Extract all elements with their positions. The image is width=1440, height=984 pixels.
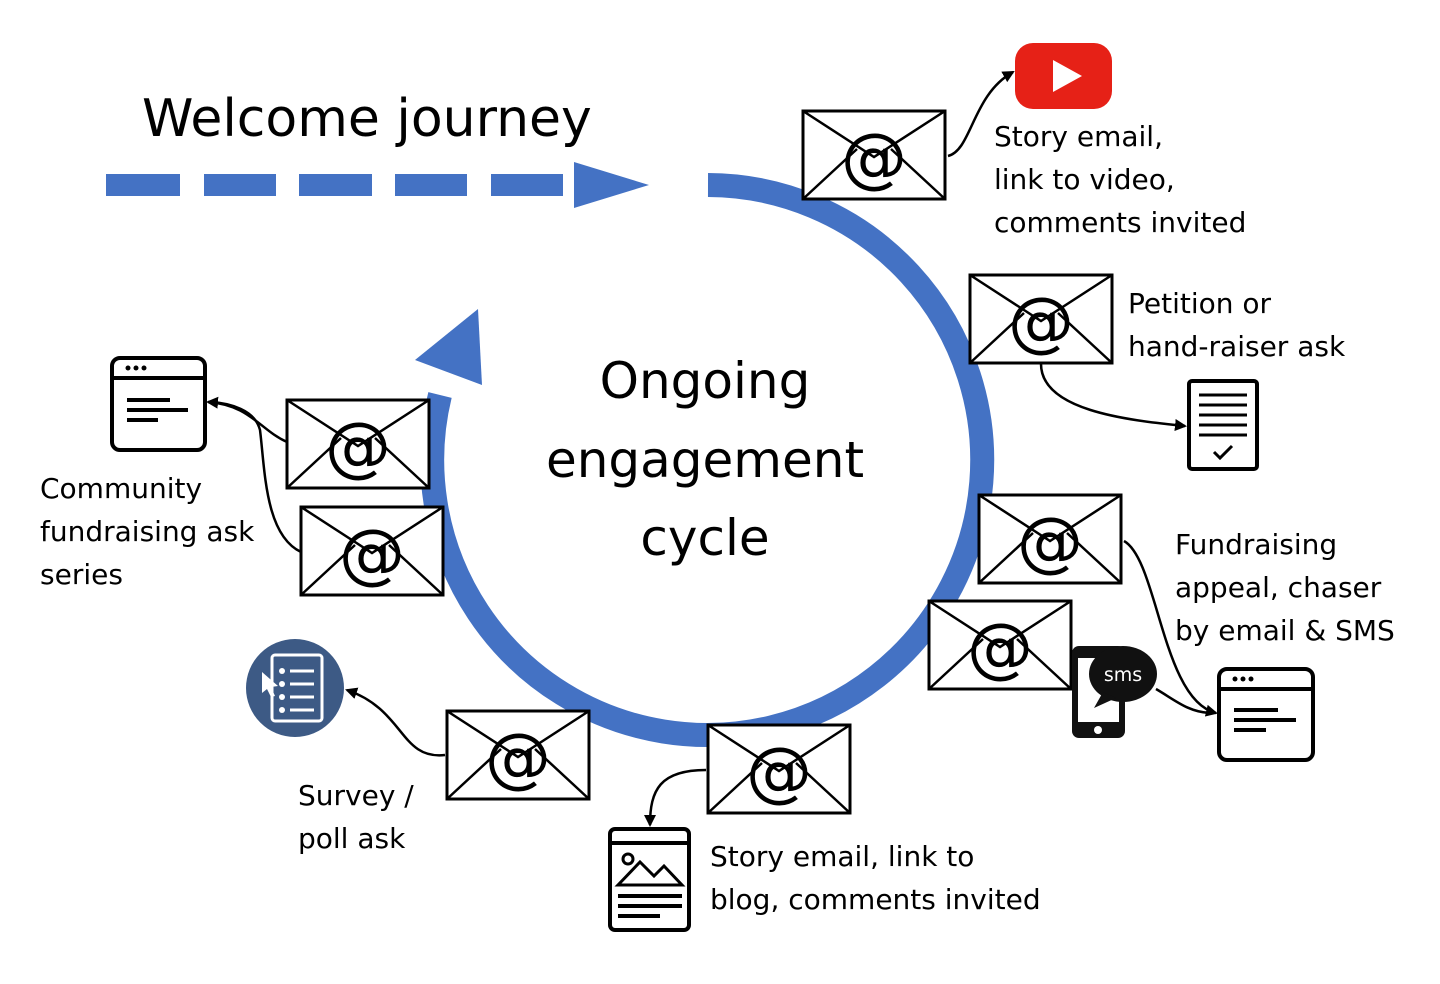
svg-text:comments invited: comments invited (994, 206, 1246, 239)
welcome-journey-title: Welcome journey (142, 89, 592, 149)
envelope-icon: @ (968, 273, 1114, 365)
connector-video (947, 70, 1015, 158)
svg-text:Story email, link to: Story email, link to (710, 840, 974, 873)
svg-text:Community: Community (40, 472, 202, 505)
caption-petition: Petition or hand-raiser ask (1128, 287, 1346, 363)
envelope-icon: @ (977, 493, 1123, 585)
envelope-icon: @ (801, 109, 947, 201)
caption-survey: Survey / poll ask (298, 779, 414, 855)
svg-text:@: @ (485, 719, 551, 796)
svg-text:@: @ (325, 408, 391, 485)
connector-community-1 (206, 396, 288, 444)
svg-text:Survey /: Survey / (298, 779, 414, 812)
video-play-icon (1015, 43, 1112, 109)
svg-text:@: @ (967, 609, 1033, 686)
svg-text:fundraising ask: fundraising ask (40, 515, 255, 548)
envelope-icon: @ (927, 599, 1073, 691)
svg-text:Story email,: Story email, (994, 120, 1163, 153)
svg-text:series: series (40, 558, 123, 591)
svg-text:by email & SMS: by email & SMS (1175, 614, 1395, 647)
svg-text:@: @ (841, 119, 907, 196)
svg-text:poll ask: poll ask (298, 822, 406, 855)
caption-story-blog: Story email, link to blog, comments invi… (710, 840, 1041, 916)
svg-text:Fundraising: Fundraising (1175, 528, 1337, 561)
svg-text:Petition or: Petition or (1128, 287, 1272, 320)
svg-text:link to video,: link to video, (994, 163, 1175, 196)
document-checklist-icon (1187, 379, 1259, 471)
connector-petition (1039, 362, 1187, 431)
svg-text:@: @ (1008, 283, 1074, 360)
envelope-icon: @ (445, 709, 591, 801)
connector-community-2 (209, 400, 302, 554)
svg-text:hand-raiser ask: hand-raiser ask (1128, 330, 1346, 363)
svg-text:Ongoing: Ongoing (600, 352, 811, 410)
caption-story-video: Story email, link to video, comments inv… (994, 120, 1246, 239)
blog-post-icon (608, 827, 691, 932)
envelope-icon: @ (299, 505, 445, 597)
connector-survey (345, 687, 446, 757)
svg-text:engagement: engagement (546, 431, 864, 489)
svg-text:@: @ (1017, 503, 1083, 580)
browser-window-icon (110, 356, 207, 452)
envelope-icon: @ (706, 723, 852, 815)
survey-icon (246, 639, 344, 737)
svg-text:appeal, chaser: appeal, chaser (1175, 571, 1382, 604)
caption-fundraising-appeal: Fundraising appeal, chaser by email & SM… (1175, 528, 1395, 647)
browser-window-icon (1217, 667, 1315, 762)
cycle-arrowhead (415, 309, 482, 385)
caption-community: Community fundraising ask series (40, 472, 255, 591)
center-label: Ongoing engagement cycle (546, 352, 864, 567)
svg-text:sms: sms (1104, 664, 1142, 686)
connector-blog (644, 768, 707, 827)
envelope-icon: @ (285, 398, 431, 490)
engagement-cycle-ring (420, 173, 995, 747)
connector-sms (1155, 687, 1211, 715)
svg-text:@: @ (339, 515, 405, 592)
welcome-journey-dashed-arrow (106, 162, 649, 208)
sms-bubble-icon: sms (1089, 646, 1157, 708)
svg-text:cycle: cycle (640, 509, 769, 567)
svg-text:blog, comments invited: blog, comments invited (710, 883, 1041, 916)
svg-text:@: @ (746, 733, 812, 810)
connector-fundraising (1123, 539, 1218, 717)
